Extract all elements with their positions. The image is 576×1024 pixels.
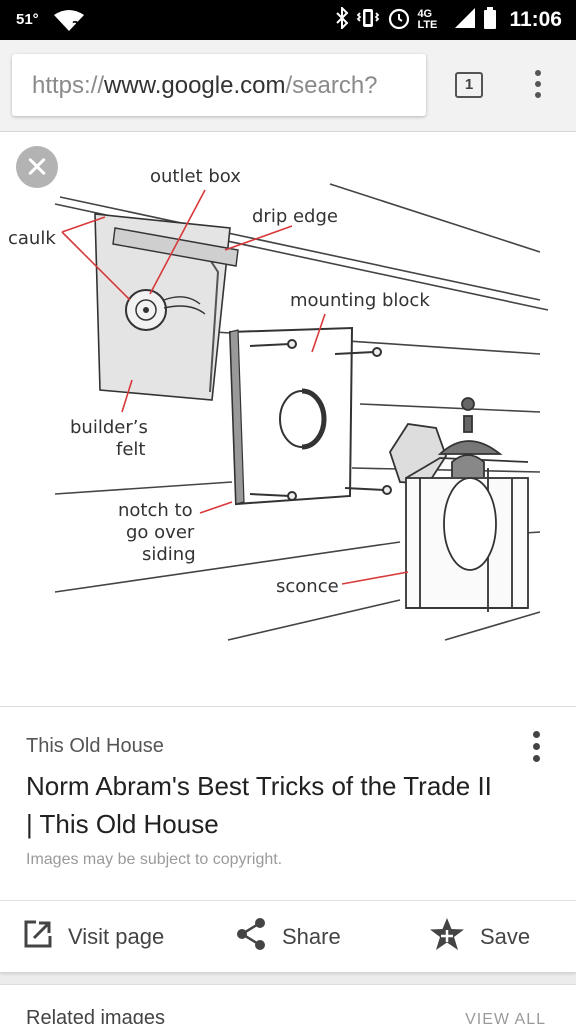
dot-icon bbox=[535, 70, 541, 76]
url-scheme: https:// bbox=[32, 72, 105, 99]
sconce-diagram: outlet box drip edge caulk mounting bloc… bbox=[8, 166, 549, 641]
bluetooth-icon bbox=[335, 5, 349, 34]
save-label: Save bbox=[480, 924, 531, 949]
copyright-notice: Images may be subject to copyright. bbox=[26, 851, 283, 868]
visit-page-button[interactable]: Visit page bbox=[22, 901, 164, 973]
clock: 11:06 bbox=[509, 8, 562, 31]
url-host: www.google.com bbox=[104, 72, 286, 99]
more-options-button[interactable] bbox=[527, 731, 545, 769]
tab-switcher-button[interactable]: 1 bbox=[455, 72, 483, 98]
open-external-icon bbox=[22, 918, 54, 956]
url-bar[interactable]: https://www.google.com/search? bbox=[12, 54, 426, 116]
dot-icon bbox=[532, 731, 540, 738]
status-icons: 4G LTE 11:06 bbox=[335, 0, 562, 40]
label-notch-line3: siding bbox=[142, 544, 196, 565]
network-type-label: 4G LTE bbox=[417, 8, 438, 31]
visit-page-label: Visit page bbox=[68, 924, 165, 949]
action-bar: Visit page Share Save bbox=[0, 900, 576, 972]
alarm-icon bbox=[387, 6, 411, 35]
battery-icon bbox=[483, 6, 497, 34]
image-info-card: This Old House Norm Abram's Best Tricks … bbox=[0, 706, 576, 900]
related-images-title: Related images bbox=[26, 1007, 165, 1024]
label-caulk: caulk bbox=[8, 228, 56, 249]
url-path: /search? bbox=[285, 72, 378, 99]
label-builders-felt-line2: felt bbox=[116, 439, 145, 460]
label-notch-line2: go over bbox=[126, 522, 195, 543]
label-builders-felt-line1: builder’s bbox=[70, 417, 148, 438]
dot-icon bbox=[535, 81, 541, 87]
url-text: https://www.google.com/search? bbox=[32, 72, 378, 100]
label-mounting-block: mounting block bbox=[290, 290, 430, 311]
svg-text:?: ? bbox=[72, 19, 79, 33]
browser-menu-button[interactable] bbox=[528, 70, 548, 102]
wifi-icon: ? bbox=[52, 9, 86, 38]
label-drip-edge: drip edge bbox=[252, 206, 338, 227]
share-button[interactable]: Share bbox=[234, 901, 341, 973]
related-images-section: Related images VIEW ALL bbox=[0, 984, 576, 1024]
share-icon bbox=[234, 916, 268, 958]
source-name: This Old House bbox=[26, 735, 164, 757]
browser-toolbar: https://www.google.com/search? 1 bbox=[0, 40, 576, 132]
label-outlet-box: outlet box bbox=[150, 166, 241, 187]
status-bar: 51° ? 4G LTE 11:06 bbox=[0, 0, 576, 40]
image-viewer[interactable]: outlet box drip edge caulk mounting bloc… bbox=[0, 132, 576, 706]
vibrate-icon bbox=[355, 7, 381, 34]
dot-icon bbox=[535, 92, 541, 98]
dot-icon bbox=[532, 755, 540, 762]
share-label: Share bbox=[282, 924, 341, 949]
view-all-link[interactable]: VIEW ALL bbox=[465, 1011, 546, 1024]
save-button[interactable]: Save bbox=[428, 901, 530, 973]
label-notch-line1: notch to bbox=[118, 500, 193, 521]
close-icon[interactable] bbox=[16, 146, 58, 188]
star-add-icon bbox=[428, 916, 466, 958]
temperature-indicator: 51° bbox=[16, 11, 39, 28]
signal-icon bbox=[453, 7, 477, 34]
result-title[interactable]: Norm Abram's Best Tricks of the Trade II… bbox=[26, 771, 492, 839]
dot-icon bbox=[532, 743, 540, 750]
label-sconce: sconce bbox=[276, 576, 339, 597]
